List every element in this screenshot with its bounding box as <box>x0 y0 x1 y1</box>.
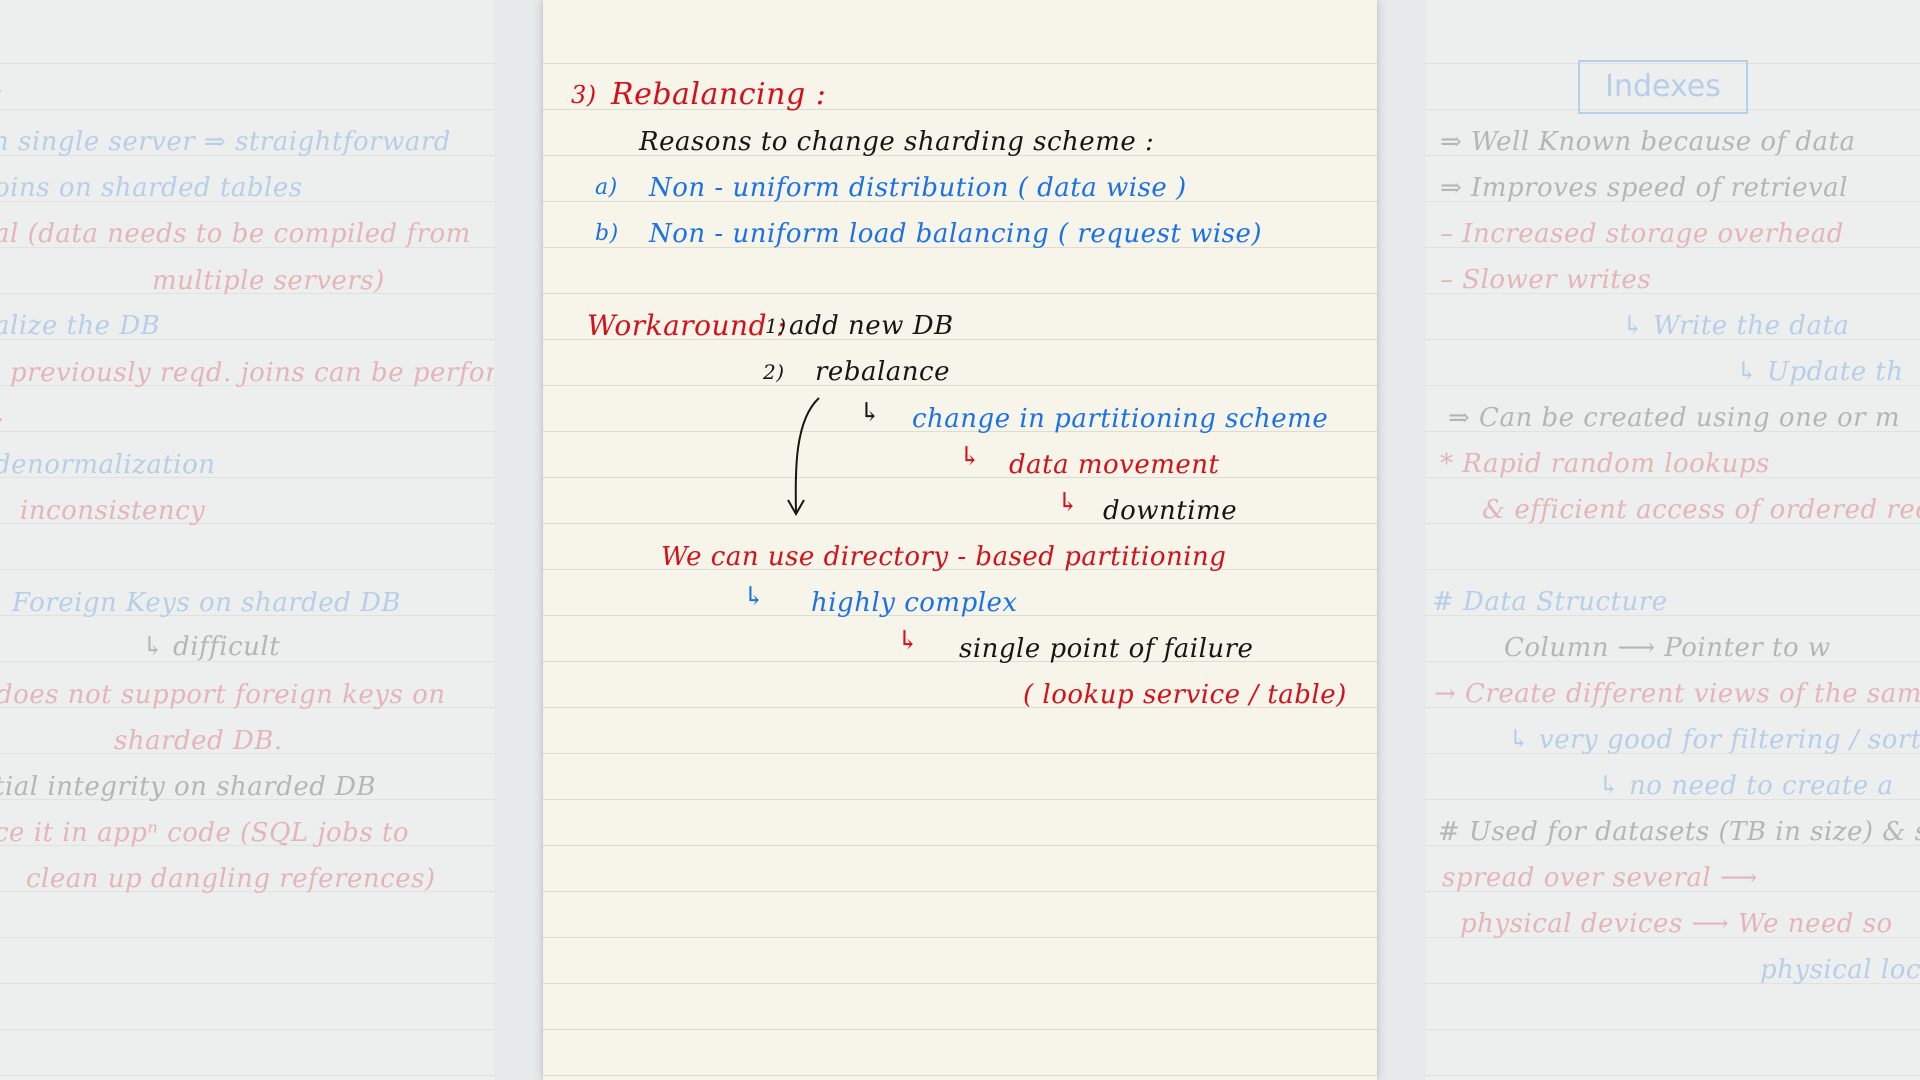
note-line: sharded DB. <box>114 726 283 756</box>
note-line: denormalization <box>0 450 216 480</box>
solution-sub-text: highly complex <box>811 588 1018 618</box>
note-line: physical loca <box>1760 955 1920 985</box>
note-line: ↳ Update th <box>1736 357 1904 387</box>
solution-text: We can use directory - based partitionin… <box>661 542 1227 572</box>
note-line: . <box>0 398 5 428</box>
note-line: physical devices ⟶ We need so <box>1460 909 1893 939</box>
note-line: ce it in appⁿ code (SQL jobs to <box>0 818 410 848</box>
arrow-icon: ↳ <box>1057 488 1080 518</box>
note-line: ↳ no need to create a <box>1598 771 1894 801</box>
note-line: inconsistency <box>20 496 206 526</box>
note-line: : <box>0 78 3 108</box>
note-line: al (data needs to be compiled from <box>0 219 471 249</box>
note-line: ⇒ Improves speed of retrieval <box>1440 173 1848 203</box>
arrow-icon: ↳ <box>897 626 920 656</box>
note-line: ↳ very good for filtering / sort <box>1508 725 1920 755</box>
note-line: Column ⟶ Pointer to w <box>1504 633 1831 663</box>
current-page[interactable]: 3) Rebalancing : Reasons to change shard… <box>543 0 1377 1080</box>
workaround-label: Workaround : <box>587 309 787 342</box>
consequence-text: downtime <box>1103 496 1238 526</box>
note-line: Foreign Keys on sharded DB <box>12 588 402 618</box>
note-line: # Used for datasets (TB in size) & small <box>1438 817 1920 847</box>
note-line: & efficient access of ordered rec <box>1482 495 1920 525</box>
note-line: oins on sharded tables <box>0 173 303 203</box>
page-title: Indexes <box>1605 69 1721 104</box>
arrow-icon: ↳ <box>859 398 882 428</box>
consequence-text: change in partitioning scheme <box>912 404 1329 434</box>
next-page[interactable]: Indexes ⇒ Well Known because of data ⇒ I… <box>1426 0 1920 1080</box>
note-line: tial integrity on sharded DB <box>0 772 377 802</box>
note-line: previously reqd. joins can be performed <box>10 358 494 388</box>
note-line: spread over several ⟶ <box>1442 863 1758 893</box>
step-text: rebalance <box>815 357 950 387</box>
solution-sub-text: single point of failure <box>959 634 1254 664</box>
step-marker: 2) <box>763 360 785 384</box>
note-line: n single server ⇒ straightforward <box>0 127 451 157</box>
note-line: * Rapid random lookups <box>1440 449 1770 479</box>
reasons-title: Reasons to change sharding scheme : <box>639 127 1155 157</box>
consequence-text: data movement <box>1009 450 1220 480</box>
previous-page[interactable]: : n single server ⇒ straightforward oins… <box>0 0 494 1080</box>
note-line: ↳ Write the data <box>1622 311 1850 341</box>
note-line: ↳ difficult <box>142 632 281 662</box>
note-line: – Slower writes <box>1440 265 1652 295</box>
note-line: # Data Structure <box>1432 587 1668 617</box>
reason-text: Non - uniform load balancing ( request w… <box>649 219 1263 249</box>
note-line: ⇒ Well Known because of data <box>1440 127 1856 157</box>
reason-marker: b) <box>595 221 619 246</box>
step-marker: 1) <box>765 314 787 338</box>
note-line: alize the DB <box>0 311 161 341</box>
step-text: add new DB <box>789 311 954 341</box>
reason-text: Non - uniform distribution ( data wise ) <box>649 173 1187 203</box>
index-title-box: Indexes <box>1578 60 1748 114</box>
reason-marker: a) <box>595 175 618 200</box>
arrow-icon: ↳ <box>959 442 982 472</box>
curved-arrow-icon <box>787 397 820 517</box>
arrow-icon: ↳ <box>743 582 766 612</box>
note-line: ⇒ Can be created using one or m <box>1448 403 1900 433</box>
note-line: → Create different views of the same <box>1434 679 1920 709</box>
solution-sub-text: ( lookup service / table) <box>1023 680 1347 710</box>
note-line: multiple servers) <box>152 266 385 296</box>
note-line: – Increased storage overhead <box>1440 219 1844 249</box>
section-number: 3) <box>571 81 597 109</box>
note-line: clean up dangling references) <box>26 864 436 894</box>
section-heading: Rebalancing : <box>611 77 827 112</box>
note-line: does not support foreign keys on <box>0 680 446 710</box>
